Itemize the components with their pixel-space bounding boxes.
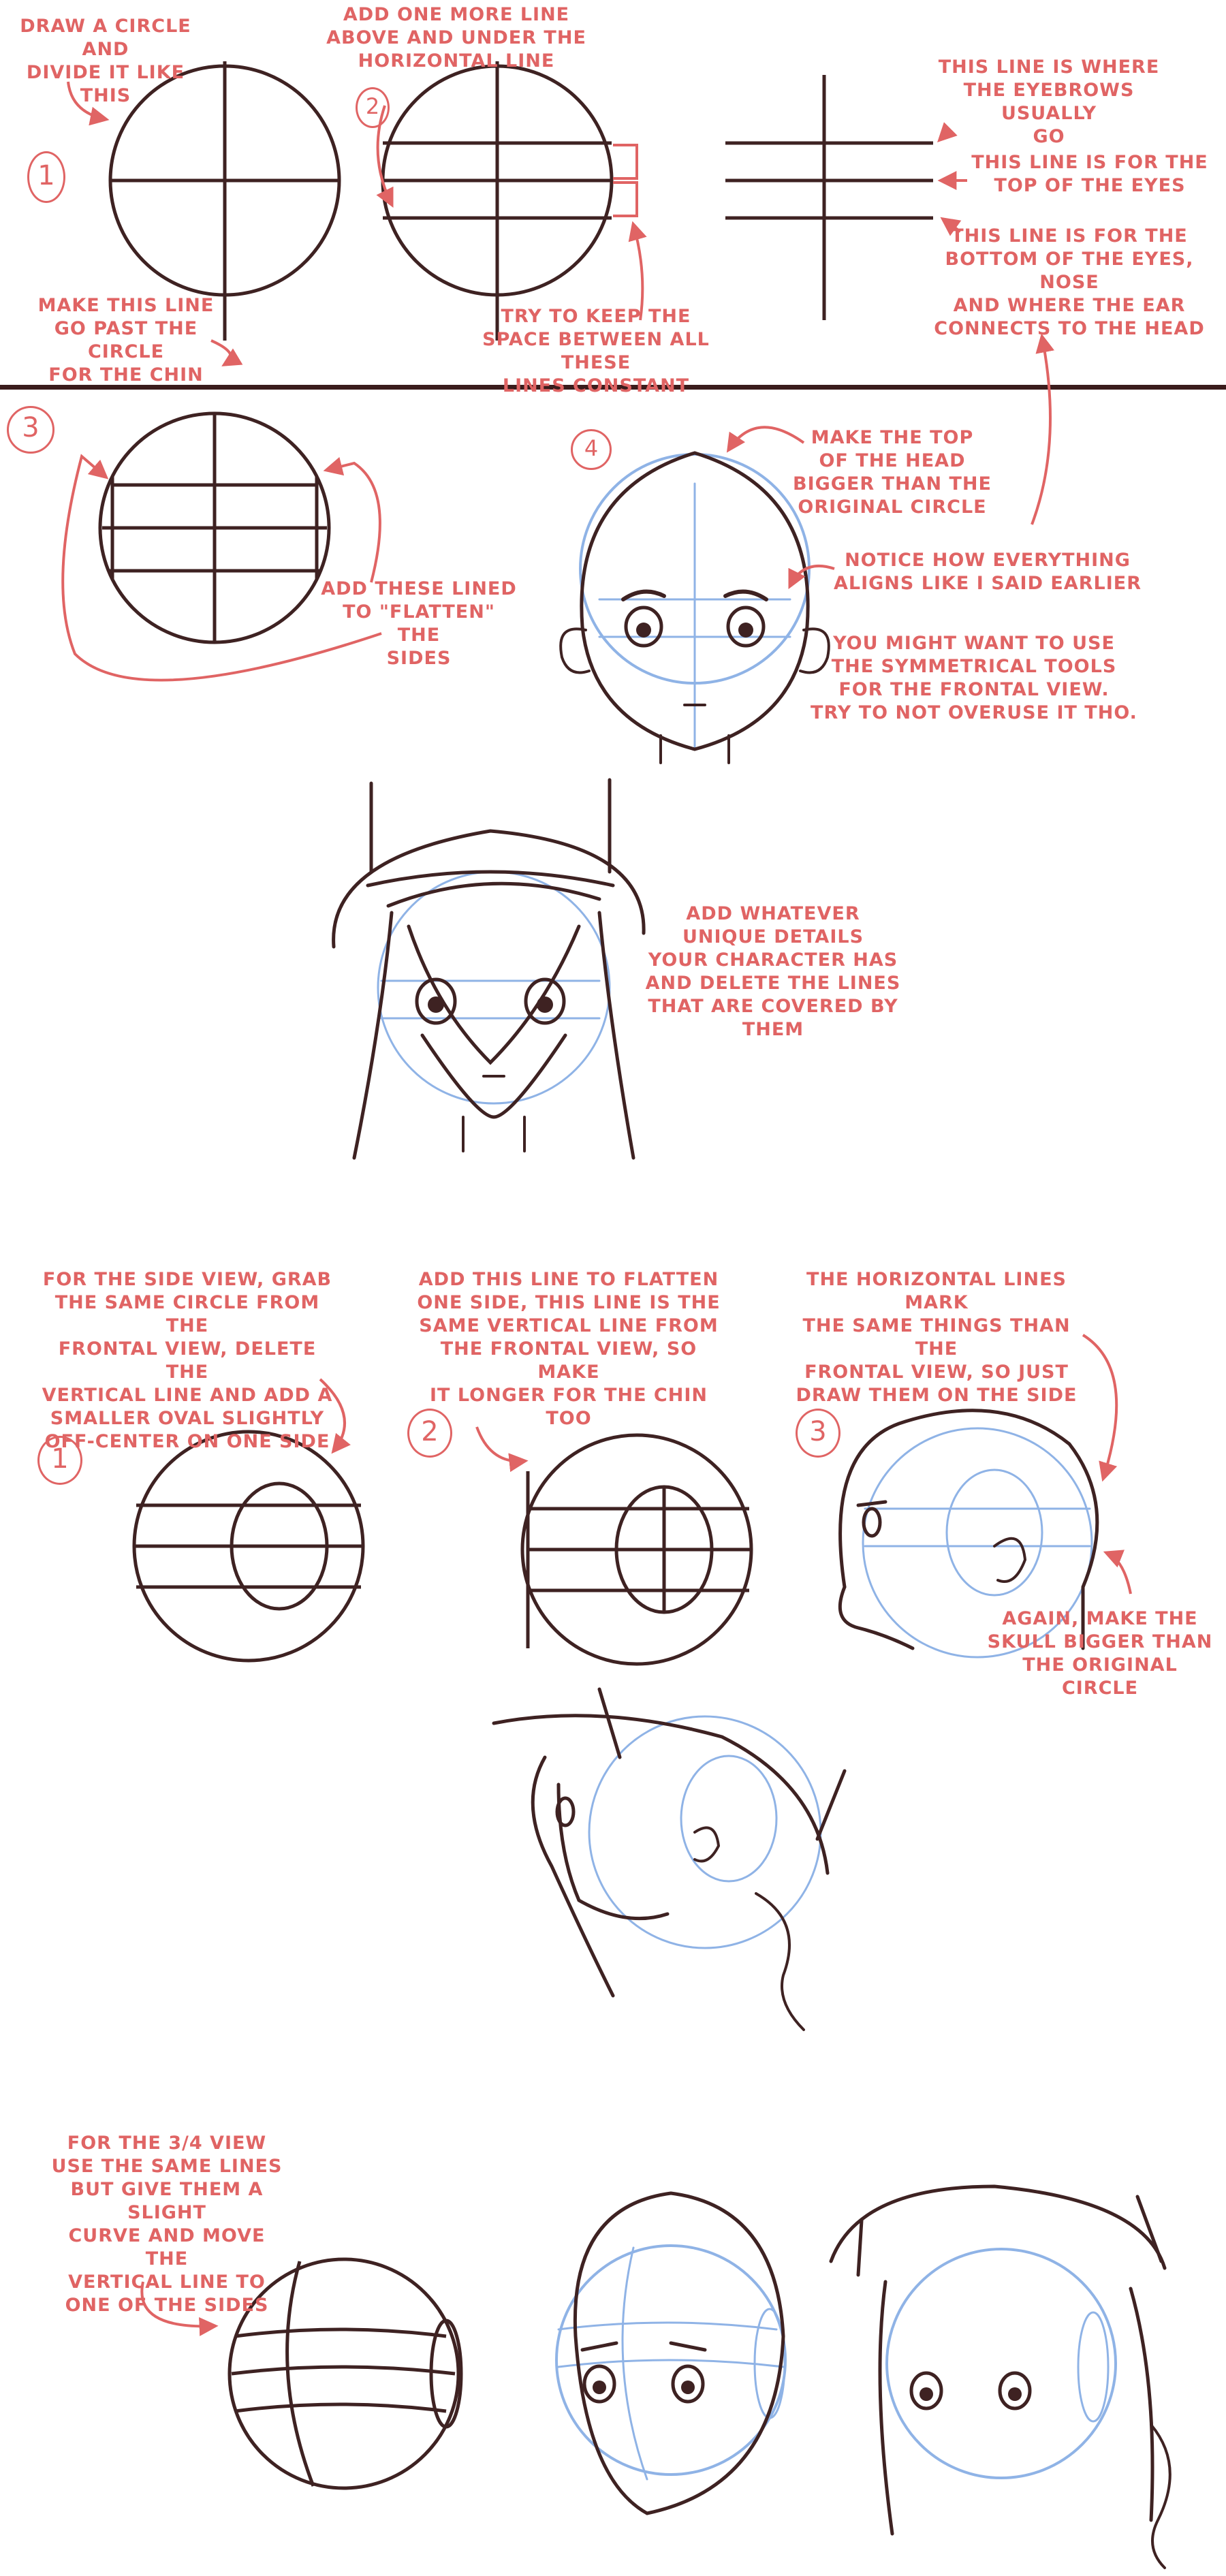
flattened-circle xyxy=(98,411,331,644)
section-divider xyxy=(0,385,1226,390)
hat-girl-front xyxy=(332,778,646,1160)
note-constant-spacing: TRY TO KEEP THE SPACE BETWEEN ALL THESE … xyxy=(482,306,710,396)
note-align: NOTICE HOW EVERYTHING ALIGNS LIKE I SAID… xyxy=(833,550,1142,594)
step-3-number: 3 xyxy=(22,412,40,443)
note-chin-line: MAKE THIS LINE GO PAST THE CIRCLE FOR TH… xyxy=(37,295,215,386)
side-hat-girl xyxy=(492,1687,847,2031)
step-3-badge: 3 xyxy=(7,406,54,454)
spacing-bracket xyxy=(613,144,638,217)
note-symmetry: YOU MIGHT WANT TO USE THE SYMMETRICAL TO… xyxy=(811,633,1137,723)
step-2-badge: 2 xyxy=(356,87,390,128)
side-arrows xyxy=(319,1334,1132,1595)
flatten-arrows xyxy=(61,454,382,682)
note-skull-bigger: AGAIN, MAKE THE SKULL BIGGER THAN THE OR… xyxy=(987,1608,1213,1699)
front-head-sketch xyxy=(559,451,830,764)
step-4-badge: 4 xyxy=(571,429,612,470)
side-step1 xyxy=(132,1430,365,1663)
three-quarter-hat-girl xyxy=(829,2184,1172,2569)
note-extra-lines: ADD ONE MORE LINE ABOVE AND UNDER THE HO… xyxy=(326,4,586,72)
circle-with-extra-lines xyxy=(381,61,614,341)
note-flatten-sides: ADD THESE LINED TO "FLATTEN" THE SIDES xyxy=(321,578,517,669)
side-step3-head xyxy=(838,1409,1099,1659)
note-bottom-eyes: THIS LINE IS FOR THE BOTTOM OF THE EYES,… xyxy=(934,225,1205,339)
basic-circle-divided xyxy=(108,61,341,341)
side-step2 xyxy=(520,1433,753,1666)
guide-lines-diagram xyxy=(725,75,933,320)
side-step-2-number: 2 xyxy=(421,1416,439,1447)
step-2-number: 2 xyxy=(365,93,380,119)
three-quarter-arrow xyxy=(140,2281,219,2336)
side-step-3-number: 3 xyxy=(809,1416,827,1447)
side-step-1-badge: 1 xyxy=(37,1436,82,1485)
note-side-view: FOR THE SIDE VIEW, GRAB THE SAME CIRCLE … xyxy=(42,1269,333,1452)
note-flatten-one-side: ADD THIS LINE TO FLATTEN ONE SIDE, THIS … xyxy=(417,1269,721,1429)
side-step-3-badge: 3 xyxy=(796,1409,840,1458)
step-4-number: 4 xyxy=(584,435,599,461)
note-three-quarter: FOR THE 3/4 VIEW USE THE SAME LINES BUT … xyxy=(51,2133,283,2316)
note-eyebrow-line: THIS LINE IS WHERE THE EYEBROWS USUALLY … xyxy=(938,57,1160,147)
note-head-top: MAKE THE TOP OF THE HEAD BIGGER THAN THE… xyxy=(793,427,992,518)
step-1-badge: 1 xyxy=(27,151,65,203)
three-quarter-circle xyxy=(227,2257,463,2490)
note-horizontal-lines: THE HORIZONTAL LINES MARK THE SAME THING… xyxy=(796,1269,1078,1406)
note-top-eyes: THIS LINE IS FOR THE TOP OF THE EYES xyxy=(971,152,1208,196)
step-1-number: 1 xyxy=(37,160,55,191)
side-step-2-badge: 2 xyxy=(407,1409,452,1458)
side-step-1-number: 1 xyxy=(51,1443,69,1475)
three-quarter-head xyxy=(555,2191,787,2515)
note-unique-details: ADD WHATEVER UNIQUE DETAILS YOUR CHARACT… xyxy=(645,903,901,1040)
note-draw-circle: DRAW A CIRCLE AND DIVIDE IT LIKE THIS xyxy=(20,16,191,106)
section2-arrows xyxy=(726,333,1054,590)
